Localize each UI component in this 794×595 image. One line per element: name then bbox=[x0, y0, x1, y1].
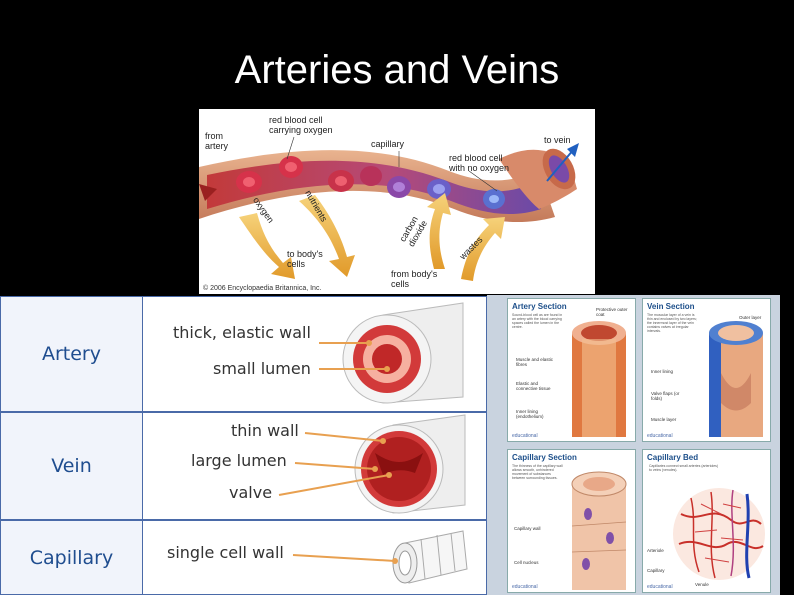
card-artery-section: Artery Section Sound-blood cell as are f… bbox=[507, 298, 636, 442]
label-from-artery: from artery bbox=[205, 131, 229, 151]
card-vein-label-2: Valve flaps (or folds) bbox=[651, 391, 680, 401]
vessel-section-cards: Artery Section Sound-blood cell as are f… bbox=[487, 295, 780, 595]
card-artery-label-1: Muscle and elastic fibres bbox=[516, 357, 554, 367]
capillary-section-illustration bbox=[571, 471, 627, 590]
vein-illustration bbox=[278, 414, 466, 514]
card-artery-label-3: Inner lining (endothelium) bbox=[516, 409, 544, 419]
label-from-body-cells: from body's cells bbox=[391, 269, 438, 289]
blood-flow-diagram: from artery red blood cell carrying oxyg… bbox=[199, 109, 595, 294]
card-capillary-bed: Capillary Bed Capillaries connect small … bbox=[642, 449, 771, 593]
card-title-vein: Vein Section bbox=[647, 302, 695, 311]
card-blurb-bed: Capillaries connect small arteries (arte… bbox=[649, 464, 719, 472]
row-label-capillary: Capillary bbox=[0, 520, 143, 595]
card-artery-label-0: Protective outer coat bbox=[596, 307, 628, 317]
artery-desc-lumen: small lumen bbox=[213, 359, 311, 378]
label-capillary: capillary bbox=[371, 139, 405, 149]
row-content-capillary: single cell wall bbox=[143, 520, 487, 595]
card-vein-label-3: Muscle layer bbox=[651, 417, 677, 422]
vessel-comparison-table: Artery thick, elastic wall small lumen V… bbox=[0, 296, 487, 595]
row-content-artery: thick, elastic wall small lumen bbox=[143, 296, 487, 412]
card-capillary-section: Capillary Section The thinness of the ca… bbox=[507, 449, 636, 593]
card-blurb-capillary: The thinness of the capillary wall allow… bbox=[512, 464, 563, 480]
table-row-vein: Vein thin wall large lumen valve bbox=[0, 412, 487, 520]
card-capillary-label-1: Cell nucleus bbox=[514, 560, 539, 565]
card-title-capillary: Capillary Section bbox=[512, 453, 577, 462]
artery-desc-wall: thick, elastic wall bbox=[173, 323, 311, 342]
card-artery-label-2: Elastic and connective tissue bbox=[516, 381, 551, 391]
capillary-desc-wall: single cell wall bbox=[167, 543, 284, 562]
card-foot-artery: educational bbox=[512, 433, 538, 439]
table-row-artery: Artery thick, elastic wall small lumen bbox=[0, 296, 487, 412]
card-foot-capillary: educational bbox=[512, 584, 538, 590]
card-blurb-vein: The muscular layer of a vein is thin and… bbox=[647, 313, 697, 333]
capillary-cell-illustration bbox=[292, 530, 468, 584]
card-foot-vein: educational bbox=[647, 433, 673, 439]
red-blood-cells bbox=[236, 156, 505, 209]
label-rbc-no-oxygen: red blood cell with no oxygen bbox=[449, 153, 510, 173]
label-to-body-cells: to body's cells bbox=[287, 249, 323, 269]
copyright-notice: © 2006 Encyclopaedia Britannica, Inc. bbox=[203, 285, 322, 292]
row-content-vein: thin wall large lumen valve bbox=[143, 412, 487, 520]
card-vein-label-0: Outer layer bbox=[739, 315, 762, 320]
artery-section-illustration bbox=[572, 321, 626, 437]
capillary-illustration bbox=[199, 136, 579, 281]
card-bed-label-2: Venule bbox=[695, 582, 709, 587]
vein-desc-wall: thin wall bbox=[231, 421, 299, 440]
row-label-vein: Vein bbox=[0, 412, 143, 520]
vein-desc-lumen: large lumen bbox=[191, 451, 287, 470]
card-title-bed: Capillary Bed bbox=[647, 453, 699, 462]
card-vein-section: Vein Section The muscular layer of a vei… bbox=[642, 298, 771, 442]
card-bed-label-0: Arteriole bbox=[647, 548, 664, 553]
card-vein-label-1: Inner lining bbox=[651, 369, 674, 374]
vein-desc-valve: valve bbox=[229, 483, 273, 502]
label-to-vein: to vein bbox=[544, 135, 571, 145]
artery-illustration bbox=[319, 302, 464, 404]
card-capillary-label-0: Capillary wall bbox=[514, 526, 541, 531]
label-rbc-oxygen: red blood cell carrying oxygen bbox=[269, 115, 333, 135]
card-foot-bed: educational bbox=[647, 584, 673, 590]
card-title-artery: Artery Section bbox=[512, 302, 567, 311]
row-label-artery: Artery bbox=[0, 296, 143, 412]
capillary-bed-illustration bbox=[673, 488, 765, 580]
card-blurb-artery: Sound-blood cell as are found in an arte… bbox=[512, 313, 563, 329]
vein-section-illustration bbox=[709, 321, 763, 437]
table-row-capillary: Capillary single cell wall bbox=[0, 520, 487, 595]
card-bed-label-1: Capillary bbox=[647, 568, 665, 573]
slide-title: Arteries and Veins bbox=[234, 48, 560, 92]
